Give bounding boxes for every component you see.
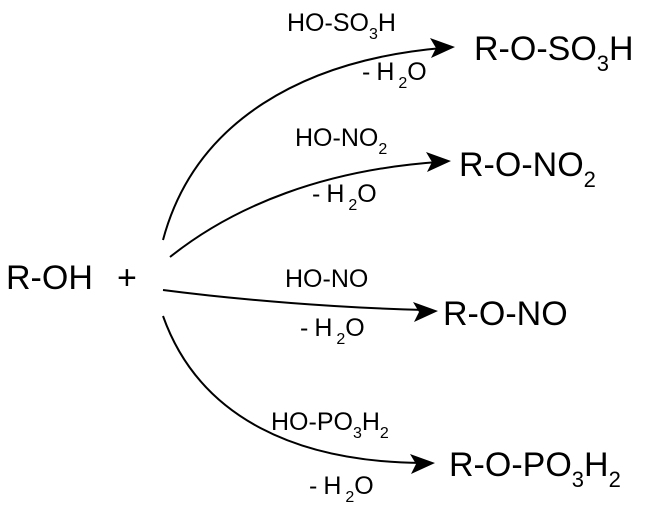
- arrow-nitrosation: [162, 289, 426, 311]
- product-alkyl-sulfate: R-O-SO3H: [474, 30, 634, 76]
- reagent-phosphoric-acid: HO-PO3H2: [271, 408, 389, 442]
- reagent-nitrous-acid: HO-NO: [285, 265, 368, 293]
- arrowhead-phosphorylation: [410, 454, 435, 474]
- plus-sign: +: [117, 259, 137, 297]
- arrowhead-nitration: [426, 152, 451, 172]
- arrow-sulfation: [162, 47, 443, 241]
- reaction-arrows: [162, 38, 455, 474]
- reactant-formula: R-OH: [6, 259, 93, 297]
- product-alkyl-phosphate: R-O-PO3H2: [449, 446, 621, 492]
- arrow-nitration: [169, 161, 439, 258]
- reagent-nitric-acid: HO-NO2: [295, 124, 387, 158]
- product-alkyl-nitrate: R-O-NO2: [459, 146, 596, 192]
- reagent-sulfuric-acid: HO-SO3H: [287, 9, 396, 43]
- arrowhead-nitrosation: [413, 302, 438, 322]
- arrow-phosphorylation: [162, 315, 423, 464]
- reactant: R-OH +: [6, 259, 137, 297]
- arrowhead-sulfation: [430, 38, 455, 58]
- product-alkyl-nitrite: R-O-NO: [443, 295, 568, 333]
